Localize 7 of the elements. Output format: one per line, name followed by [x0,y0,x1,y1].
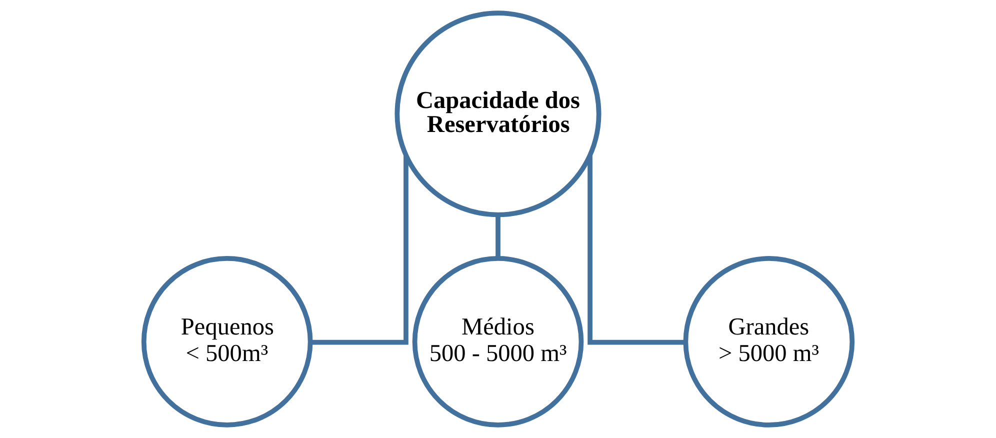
node-circle: Grandes > 5000 m³ [683,256,855,428]
node-circle: Pequenos < 500m³ [141,256,313,428]
connector [496,214,500,258]
node-circle: Médios 500 - 5000 m³ [412,256,584,428]
node-circle: Capacidade dos Reservatórios [394,10,602,218]
connector [588,155,686,345]
connector [310,155,408,345]
